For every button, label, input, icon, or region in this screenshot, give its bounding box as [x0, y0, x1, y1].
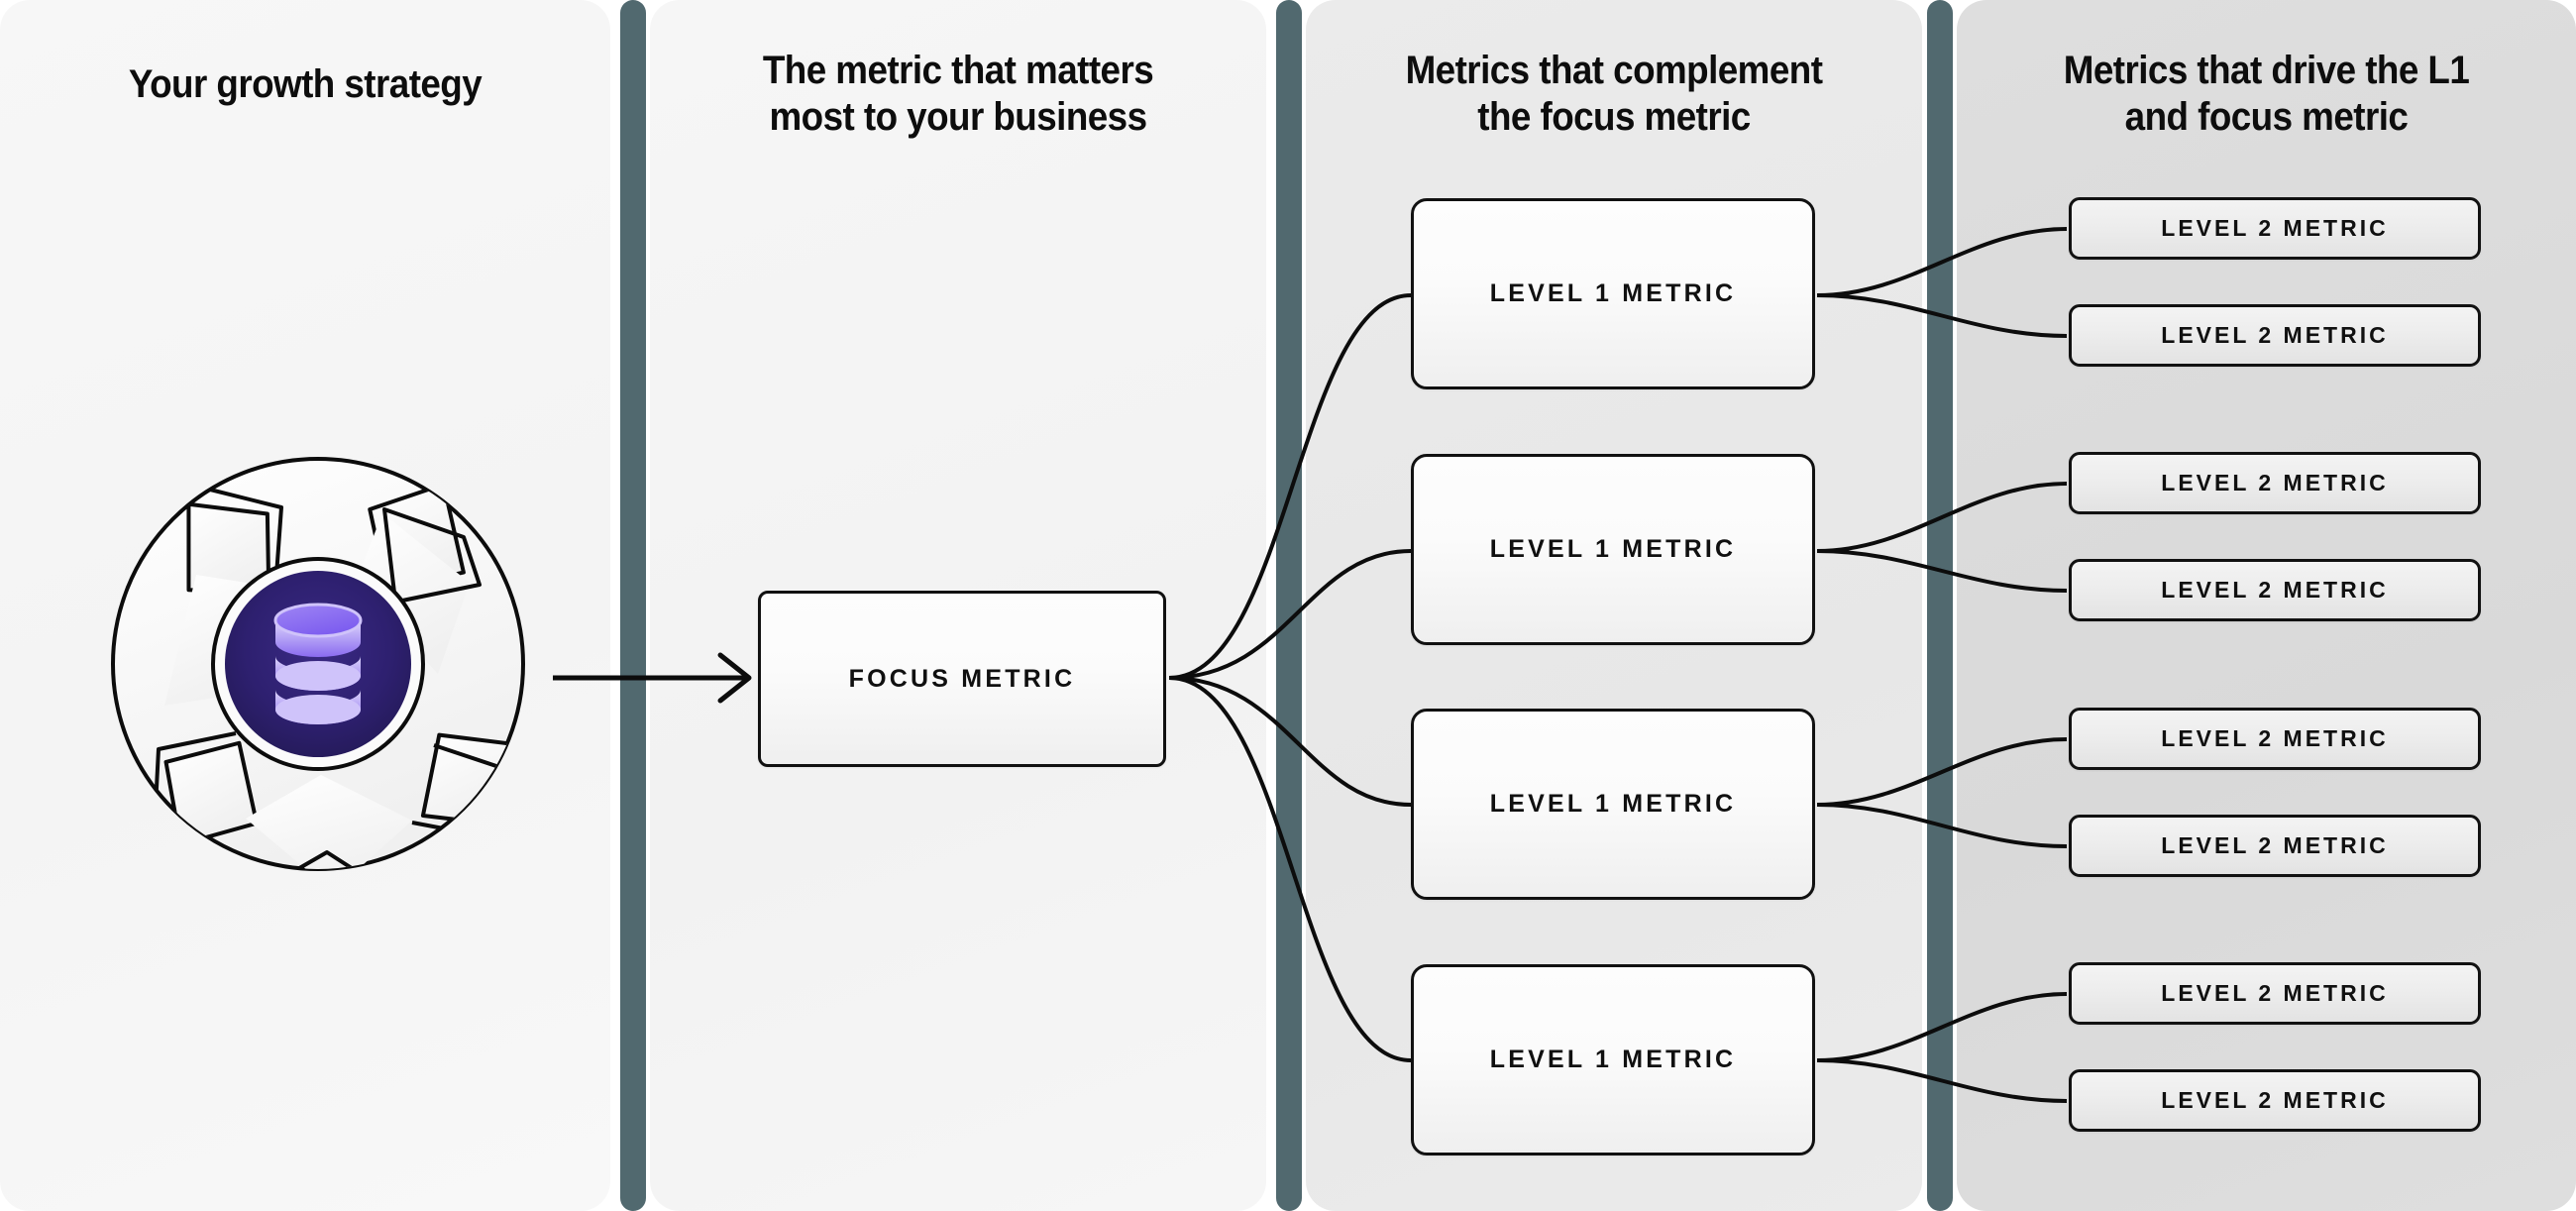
- level2-metric-label: LEVEL 2 METRIC: [2161, 725, 2389, 751]
- column-separator-1: [620, 0, 646, 1211]
- level2-metric-label: LEVEL 2 METRIC: [2161, 1087, 2389, 1113]
- database-icon: [273, 603, 363, 724]
- level1-metric-box-4[interactable]: LEVEL 1 METRIC: [1411, 964, 1815, 1156]
- level2-metric-box-3[interactable]: LEVEL 2 METRIC: [2069, 452, 2481, 514]
- pinwheel-aperture-graphic: [85, 426, 551, 902]
- column-title-level1: Metrics that complement the focus metric: [1405, 49, 1823, 140]
- level2-metric-label: LEVEL 2 METRIC: [2161, 322, 2389, 348]
- level2-metric-box-4[interactable]: LEVEL 2 METRIC: [2069, 559, 2481, 621]
- level1-metric-label: LEVEL 1 METRIC: [1489, 279, 1737, 307]
- level1-metric-label: LEVEL 1 METRIC: [1489, 1046, 1737, 1073]
- level2-metric-label: LEVEL 2 METRIC: [2161, 215, 2389, 241]
- focus-metric-box[interactable]: FOCUS METRIC: [758, 591, 1166, 767]
- level2-metric-box-7[interactable]: LEVEL 2 METRIC: [2069, 962, 2481, 1025]
- level2-metric-box-2[interactable]: LEVEL 2 METRIC: [2069, 304, 2481, 367]
- level2-metric-box-8[interactable]: LEVEL 2 METRIC: [2069, 1069, 2481, 1132]
- level1-metric-box-1[interactable]: LEVEL 1 METRIC: [1411, 198, 1815, 389]
- level2-metric-box-5[interactable]: LEVEL 2 METRIC: [2069, 708, 2481, 770]
- level1-metric-label: LEVEL 1 METRIC: [1489, 790, 1737, 818]
- column-title-strategy: Your growth strategy: [128, 62, 483, 106]
- level1-metric-box-2[interactable]: LEVEL 1 METRIC: [1411, 454, 1815, 645]
- level2-metric-label: LEVEL 2 METRIC: [2161, 980, 2389, 1006]
- level2-metric-box-1[interactable]: LEVEL 2 METRIC: [2069, 197, 2481, 260]
- level2-metric-label: LEVEL 2 METRIC: [2161, 832, 2389, 858]
- column-separator-2: [1276, 0, 1302, 1211]
- level2-metric-label: LEVEL 2 METRIC: [2161, 470, 2389, 495]
- level1-metric-label: LEVEL 1 METRIC: [1489, 535, 1737, 563]
- focus-metric-label: FOCUS METRIC: [848, 664, 1076, 693]
- level1-metric-box-3[interactable]: LEVEL 1 METRIC: [1411, 709, 1815, 900]
- column-separator-3: [1927, 0, 1953, 1211]
- column-title-focus: The metric that matters most to your bus…: [762, 49, 1154, 140]
- level2-metric-box-6[interactable]: LEVEL 2 METRIC: [2069, 815, 2481, 877]
- column-title-level2: Metrics that drive the L1 and focus metr…: [2063, 49, 2470, 140]
- level2-metric-label: LEVEL 2 METRIC: [2161, 577, 2389, 603]
